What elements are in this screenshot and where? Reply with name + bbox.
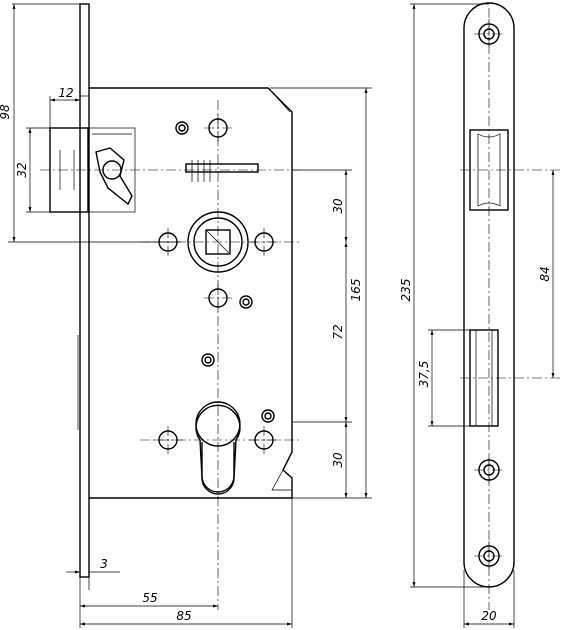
dimension-label: 235 — [399, 279, 413, 302]
dimension-label: 3 — [100, 557, 108, 571]
forend-front-view — [460, 2, 560, 610]
dimension-20: 20 — [463, 570, 515, 628]
forend-plate-front — [463, 2, 515, 588]
screw-icon — [261, 409, 275, 423]
dimension-30-top: 30 — [292, 169, 352, 242]
dimension-30-bottom: 30 — [331, 422, 348, 498]
screw-icon — [175, 121, 189, 135]
screw-icon — [239, 295, 253, 309]
dimension-label: 98 — [0, 104, 12, 120]
dimension-label: 37,5 — [417, 361, 431, 388]
dimension-55: 55 — [80, 591, 218, 608]
dimension-235: 235 — [399, 3, 489, 588]
dimension-85: 85 — [79, 498, 293, 628]
dimension-label: 30 — [331, 198, 345, 214]
dimension-72: 72 — [292, 242, 352, 423]
lock-body-view — [40, 3, 300, 610]
dimension-98: 98 — [0, 3, 180, 243]
latch-lever — [185, 160, 259, 182]
lock-case — [89, 87, 293, 499]
dimension-165: 165 — [270, 87, 372, 499]
dimension-37-5: 37,5 — [417, 329, 470, 427]
dimension-84: 84 — [538, 170, 555, 378]
dimension-12: 12 — [49, 86, 89, 128]
dimension-label: 55 — [142, 591, 157, 605]
dimension-label: 84 — [538, 266, 552, 281]
screw-icon — [201, 353, 215, 367]
cylinder-profile — [195, 404, 241, 495]
dimension-label: 32 — [15, 162, 29, 177]
dimension-label: 72 — [331, 324, 345, 339]
dimension-label: 165 — [349, 279, 363, 302]
forend-plate — [79, 3, 90, 578]
dimension-label: 85 — [176, 609, 191, 623]
dimension-label: 12 — [58, 86, 73, 100]
dimension-label: 30 — [331, 452, 345, 468]
dimension-3: 3 — [66, 557, 120, 612]
dimension-label: 20 — [481, 609, 497, 623]
dimension-32: 32 — [15, 127, 50, 213]
